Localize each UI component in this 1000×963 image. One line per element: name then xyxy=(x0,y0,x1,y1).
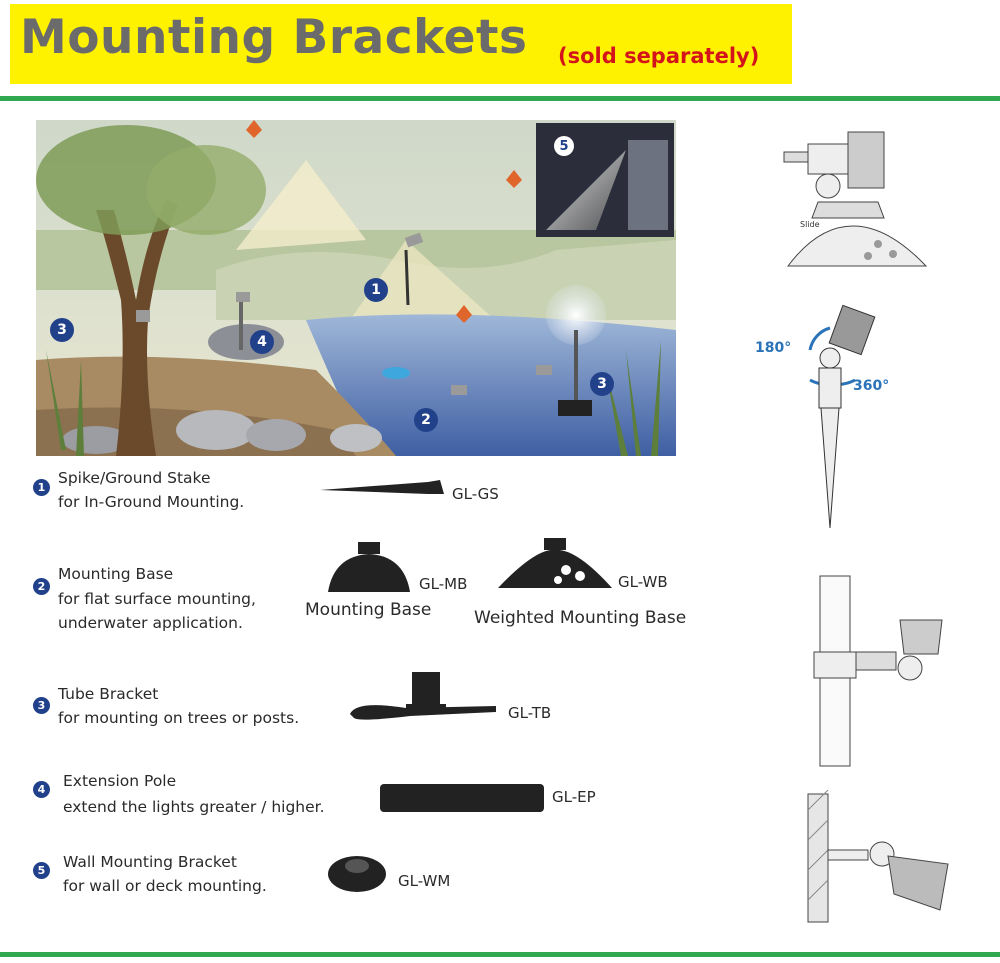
slide-label: Slide xyxy=(800,220,820,229)
item-1-bullet: 1 xyxy=(33,479,50,496)
spike-mount-illustration: 180° 360° xyxy=(755,300,905,532)
rotate-angle-label: 360° xyxy=(853,378,890,394)
item-1-desc: for In-Ground Mounting. xyxy=(58,493,245,511)
item-3-code: GL-TB xyxy=(508,704,552,722)
mounting-base-image xyxy=(324,540,414,596)
item-5-title: Wall Mounting Bracket xyxy=(63,853,237,871)
item-4-bullet: 4 xyxy=(33,781,50,798)
item-5-desc: for wall or deck mounting. xyxy=(63,877,267,895)
item-5-code: GL-WM xyxy=(398,872,451,890)
item-3-bullet: 3 xyxy=(33,697,50,714)
extension-pole-image xyxy=(378,780,546,816)
item-2-code-wb: GL-WB xyxy=(618,573,668,591)
top-divider xyxy=(0,96,1000,101)
scene-marker-5: 5 xyxy=(554,136,574,156)
item-1-title: Spike/Ground Stake xyxy=(58,469,211,487)
item-2-desc-line1: for flat surface mounting, xyxy=(58,590,256,608)
item-2-bullet: 2 xyxy=(33,578,50,595)
item-5-bullet: 5 xyxy=(33,862,50,879)
item-4-title: Extension Pole xyxy=(63,772,177,790)
tube-bracket-illustration xyxy=(800,572,950,770)
garden-scene-illustration: 1 2 3 3 4 5 xyxy=(36,120,676,456)
weighted-mounting-base-image xyxy=(496,536,614,592)
garden-scene-svg xyxy=(36,120,676,456)
scene-marker-3-right: 3 xyxy=(590,372,614,396)
mounting-base-caption: Mounting Base xyxy=(305,600,432,620)
item-3-desc: for mounting on trees or posts. xyxy=(58,709,300,727)
scene-marker-2: 2 xyxy=(414,408,438,432)
scene-marker-1: 1 xyxy=(364,278,388,302)
wall-bracket-illustration xyxy=(800,789,950,926)
wall-mount-image xyxy=(326,850,388,894)
ground-stake-image xyxy=(320,478,448,498)
item-2-title: Mounting Base xyxy=(58,565,174,583)
item-2-code-mb: GL-MB xyxy=(419,575,468,593)
item-4-desc: extend the lights greater / higher. xyxy=(63,798,325,816)
item-3-title: Tube Bracket xyxy=(58,685,159,703)
page-subtitle: (sold separately) xyxy=(558,44,760,68)
scene-marker-3-left: 3 xyxy=(50,318,74,342)
page-title: Mounting Brackets xyxy=(20,10,528,65)
weighted-base-caption: Weighted Mounting Base xyxy=(474,608,687,628)
title-banner xyxy=(10,4,792,84)
item-4-code: GL-EP xyxy=(552,788,596,806)
item-2-desc-line2: underwater application. xyxy=(58,614,243,632)
item-1-code: GL-GS xyxy=(452,485,499,503)
tube-bracket-image xyxy=(346,670,506,728)
weighted-base-mount-illustration: Slide xyxy=(778,126,928,272)
bottom-divider xyxy=(0,952,1000,957)
tilt-angle-label: 180° xyxy=(755,340,792,356)
scene-marker-4: 4 xyxy=(250,330,274,354)
